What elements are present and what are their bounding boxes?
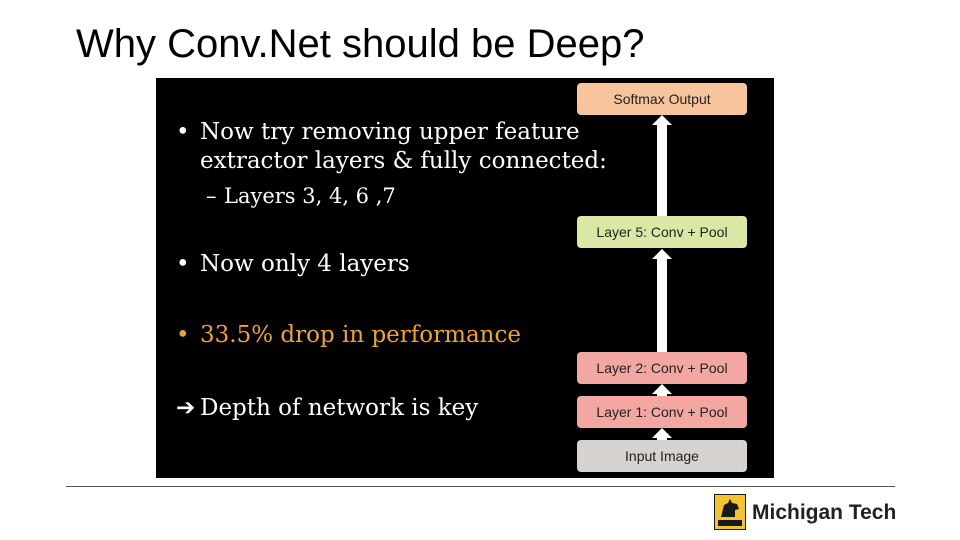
layer-input-image: Input Image xyxy=(577,440,747,472)
layer-2-conv-pool: Layer 2: Conv + Pool xyxy=(577,352,747,384)
bullet-text: Layers 3, 4, 6 ,7 xyxy=(224,184,396,208)
bullet-text: Now try removing upper feature extractor… xyxy=(200,119,607,174)
arrow-up-icon xyxy=(652,249,672,259)
bullet-marker: – xyxy=(206,184,217,208)
arrow-up-icon xyxy=(652,428,672,438)
layer-softmax-output: Softmax Output xyxy=(577,83,747,115)
flow-arrow xyxy=(657,124,667,216)
layer-1-conv-pool: Layer 1: Conv + Pool xyxy=(577,396,747,428)
arrow-up-icon xyxy=(652,115,672,125)
bullet-text: Now only 4 layers xyxy=(200,251,410,277)
flow-arrow xyxy=(657,258,667,352)
bullet-marker: • xyxy=(176,322,190,348)
husky-logo-icon xyxy=(714,494,746,530)
figure-panel: • Now try removing upper feature extract… xyxy=(156,78,774,478)
layer-5-conv-pool: Layer 5: Conv + Pool xyxy=(577,216,747,248)
arrow-up-icon xyxy=(652,384,672,394)
footer-divider xyxy=(66,486,895,487)
bullet-text: 33.5% drop in performance xyxy=(200,322,521,348)
bullet-text: Depth of network is key xyxy=(200,395,479,421)
bullet-marker: • xyxy=(176,251,190,277)
bullet-marker: • xyxy=(176,119,190,145)
slide-title: Why Conv.Net should be Deep? xyxy=(76,22,645,66)
brand-wordmark: Michigan Tech xyxy=(752,501,897,524)
arrow-right-icon: ➔ xyxy=(176,395,196,421)
